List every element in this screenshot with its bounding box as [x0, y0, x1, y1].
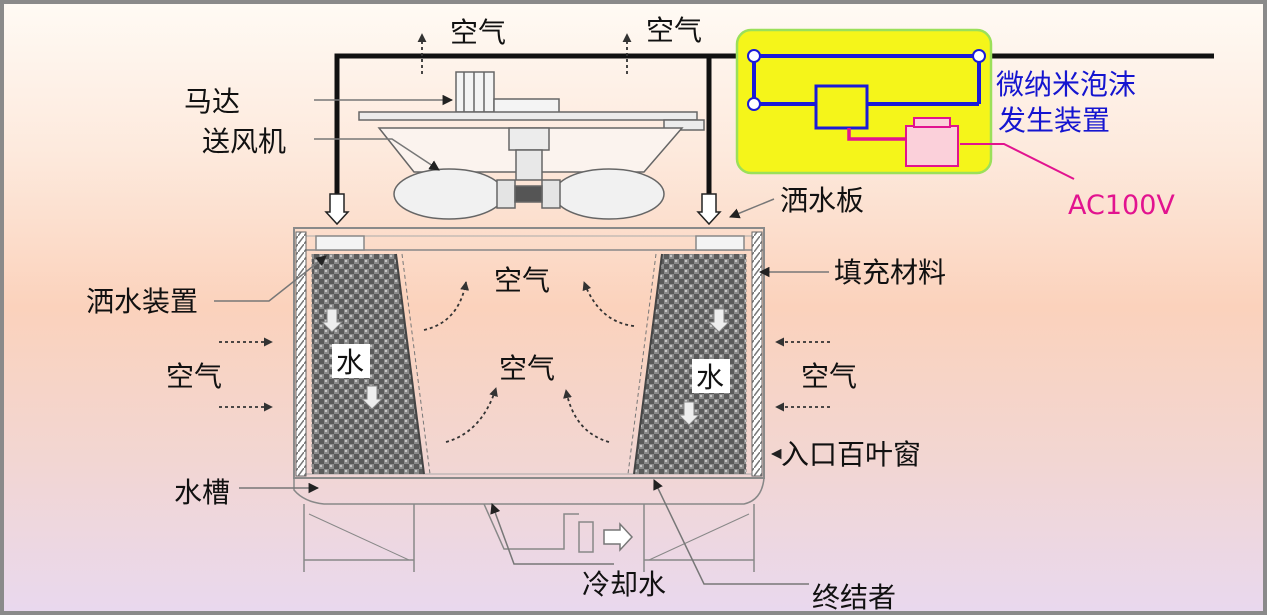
inlet-louver-label: 入口百叶窗 — [781, 438, 921, 471]
fill-media-left — [312, 253, 431, 475]
bubble-generator-panel — [735, 28, 1075, 180]
air-center-mid-label: 空气 — [499, 352, 555, 385]
motor-icon — [358, 71, 705, 131]
air-center-top-label: 空气 — [494, 264, 550, 297]
arrow-icon — [603, 522, 634, 552]
device-label-line2: 发生装置 — [998, 104, 1110, 137]
air-top-right-label: 空气 — [646, 14, 702, 47]
air-top-left-label: 空气 — [450, 16, 506, 49]
fan-icon — [377, 127, 684, 220]
pump-icon — [905, 117, 959, 167]
sprinkler-plate-label: 洒水板 — [780, 184, 864, 217]
pipe-outlet-nozzles — [324, 193, 722, 226]
motor-label: 马达 — [184, 85, 240, 118]
water-label-left: 水 — [336, 346, 364, 379]
terminator-label: 终结者 — [812, 581, 896, 614]
cooling-water-label: 冷却水 — [582, 568, 666, 601]
fan-label: 送风机 — [202, 125, 286, 158]
water-flow-arrows — [320, 308, 731, 426]
device-label-line1: 微纳米泡沫 — [996, 68, 1136, 101]
water-left-bg — [332, 344, 370, 378]
air-flow-arrows — [219, 33, 830, 443]
diagram-canvas: 微纳米泡沫 发生装置 AC100V — [86, 14, 1214, 614]
water-tank-label: 水槽 — [174, 476, 230, 509]
fill-material-label: 填充材料 — [834, 256, 946, 289]
water-label-right: 水 — [696, 361, 724, 394]
water-right-bg — [692, 359, 730, 393]
sprinkler-device-label: 洒水装置 — [86, 285, 198, 318]
water-basin — [293, 477, 765, 572]
sprinkler-trays — [315, 235, 745, 251]
leader-lines — [214, 94, 829, 585]
air-right-label: 空气 — [801, 360, 857, 393]
power-label: AC100V — [1068, 190, 1175, 221]
air-left-label: 空气 — [166, 360, 222, 393]
